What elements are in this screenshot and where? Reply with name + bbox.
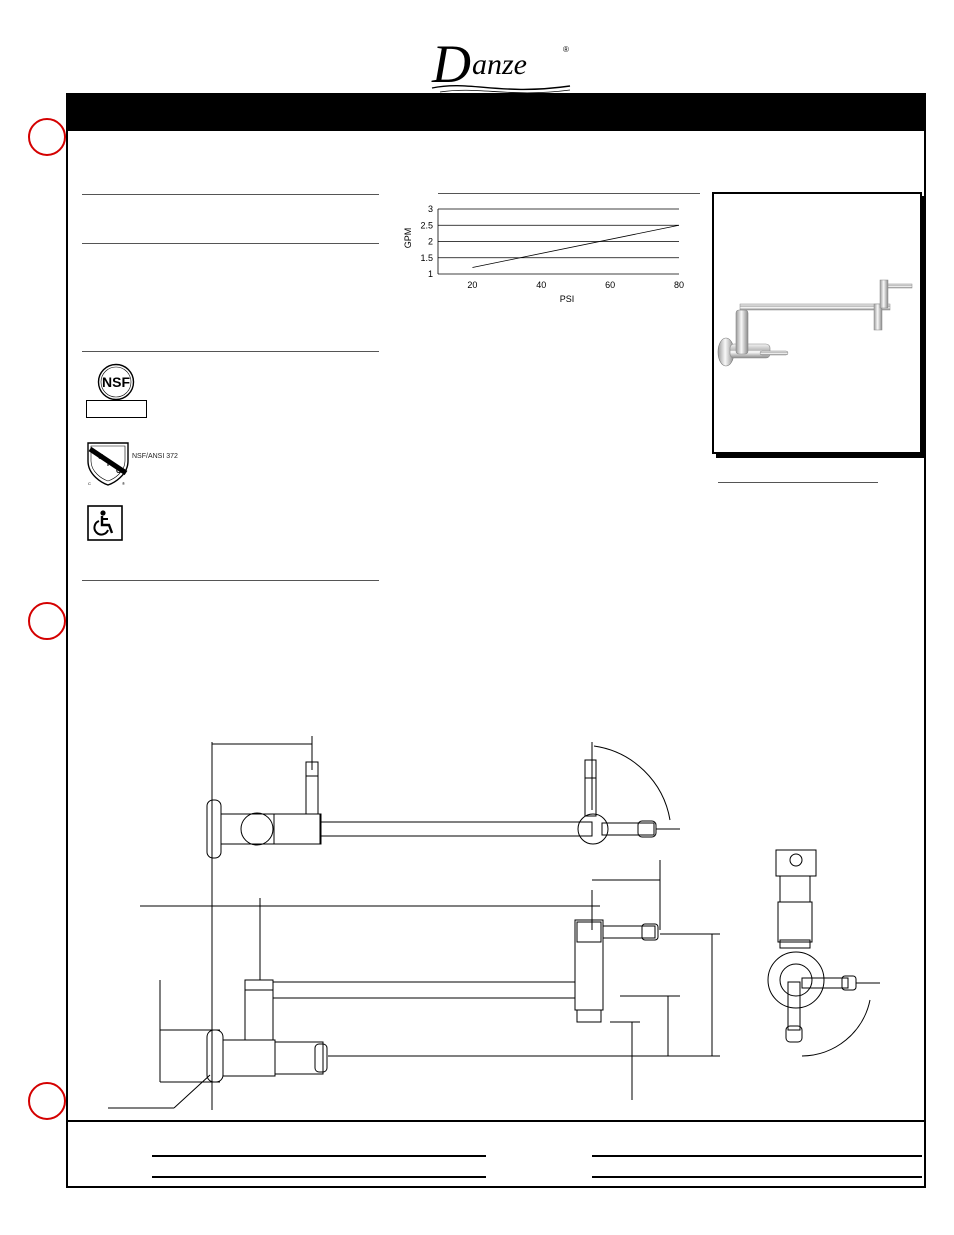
side-view <box>108 860 720 1109</box>
chart-y-tick-label: 3 <box>428 204 433 214</box>
section-rule <box>82 243 379 244</box>
chart-y-label: GPM <box>403 228 413 249</box>
svg-text:C: C <box>88 481 91 486</box>
svg-text:C: C <box>116 468 121 475</box>
chart-series <box>472 224 680 268</box>
svg-text:NSF: NSF <box>102 374 130 390</box>
logo-initial: D <box>431 34 471 94</box>
end-view <box>767 849 880 1057</box>
section-rule <box>82 351 379 352</box>
chart-y-tick-label: 1 <box>428 269 433 279</box>
section-rule <box>82 194 379 195</box>
chart-y-tick-label: 2 <box>428 237 433 247</box>
page-frame-right <box>924 131 926 1187</box>
product-image-frame <box>712 192 922 454</box>
section-rule <box>82 580 379 581</box>
svg-text:U: U <box>98 454 103 461</box>
chart-y-ticks: 3 2.5 2 1.5 1 <box>420 204 433 279</box>
upc-standard-label: NSF/ANSI 372 <box>132 453 178 460</box>
wheelchair-accessible-icon <box>87 505 123 541</box>
binder-hole-top <box>28 118 66 156</box>
chart-grid <box>437 208 679 275</box>
chart-x-label: PSI <box>560 294 575 304</box>
chart-x-tick-label: 40 <box>536 280 546 290</box>
chart-y-tick-label: 1.5 <box>420 253 433 263</box>
upc-shield-logo: U P C C ® <box>87 442 129 486</box>
page-frame-left <box>66 131 68 1187</box>
svg-text:®: ® <box>122 481 125 486</box>
table-line <box>152 1176 486 1178</box>
chart-section-rule <box>438 193 700 194</box>
table-line <box>592 1155 922 1157</box>
dimension-drawing <box>108 736 880 1110</box>
top-view <box>206 736 680 1110</box>
svg-text:P: P <box>107 461 112 468</box>
product-caption-rule <box>718 482 878 483</box>
logo-registered: ® <box>563 45 569 54</box>
pot-filler-photo <box>717 279 913 367</box>
chart-x-tick-label: 20 <box>467 280 477 290</box>
table-line <box>592 1176 922 1178</box>
nsf-logo: NSF <box>97 363 135 401</box>
binder-hole-middle <box>28 602 66 640</box>
chart-y-tick-label: 2.5 <box>420 220 433 230</box>
logo-rest: anze <box>472 48 527 81</box>
danze-logo: D anze ® <box>431 34 571 94</box>
chart-series-line <box>472 224 680 268</box>
table-line <box>152 1155 486 1157</box>
bottom-info-table <box>66 1120 926 1188</box>
logo-swoosh <box>431 85 571 91</box>
header-bar <box>66 93 926 131</box>
nsf-listing-box <box>86 400 147 418</box>
flow-rate-chart: 3 2.5 2 1.5 1 20 40 60 80 GPM PSI <box>403 204 684 304</box>
chart-x-tick-label: 80 <box>674 280 684 290</box>
chart-x-ticks: 20 40 60 80 <box>467 280 684 290</box>
binder-hole-bottom <box>28 1082 66 1120</box>
chart-x-tick-label: 60 <box>605 280 615 290</box>
